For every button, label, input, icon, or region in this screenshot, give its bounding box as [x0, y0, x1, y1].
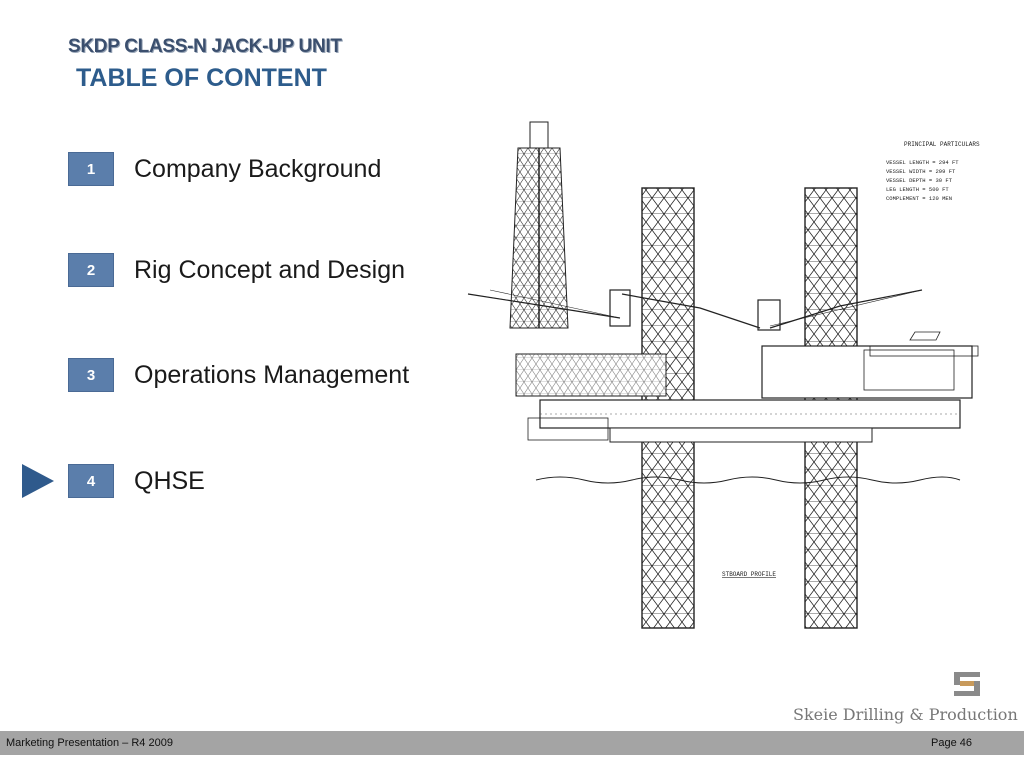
company-name: Skeie Drilling & Production — [793, 705, 1018, 724]
particular-width: VESSEL WIDTH = 299 FT — [886, 168, 956, 175]
toc-number-1: 1 — [68, 152, 114, 186]
profile-label: STBOARD PROFILE — [722, 571, 776, 578]
toc-item-4[interactable]: 4 QHSE — [68, 464, 205, 498]
slide-title: TABLE OF CONTENT — [76, 64, 327, 92]
toc-number-2: 2 — [68, 253, 114, 287]
hull — [515, 331, 979, 443]
cranes — [467, 289, 923, 331]
footer-page-number: Page 46 — [931, 737, 972, 749]
slide-subtitle: SKDP CLASS-N JACK-UP UNIT — [68, 36, 342, 57]
water-line — [535, 476, 961, 484]
toc-label-1: Company Background — [134, 154, 382, 183]
toc-label-3: Operations Management — [134, 360, 410, 389]
toc-label-4: QHSE — [134, 466, 205, 495]
toc-number-4: 4 — [68, 464, 114, 498]
particulars-title: PRINCIPAL PARTICULARS — [904, 141, 980, 148]
footer-bar: Marketing Presentation – R4 2009 Page 46 — [0, 731, 1024, 755]
footer-presentation-label: Marketing Presentation – R4 2009 — [6, 737, 173, 749]
derrick — [509, 121, 569, 329]
particular-leg-length: LEG LENGTH = 500 FT — [886, 186, 949, 193]
toc-item-1[interactable]: 1 Company Background — [68, 152, 381, 186]
particular-depth: VESSEL DEPTH = 30 FT — [886, 177, 953, 184]
particular-length: VESSEL LENGTH = 294 FT — [886, 159, 959, 166]
toc-item-2[interactable]: 2 Rig Concept and Design — [68, 253, 405, 287]
skeie-logo-icon — [954, 672, 980, 696]
particular-complement: COMPLEMENT = 120 MEN — [886, 195, 952, 202]
principal-particulars: PRINCIPAL PARTICULARS VESSEL LENGTH = 29… — [886, 141, 980, 202]
toc-label-2: Rig Concept and Design — [134, 255, 405, 284]
toc-item-3[interactable]: 3 Operations Management — [68, 358, 409, 392]
toc-number-3: 3 — [68, 358, 114, 392]
current-section-arrow-icon — [22, 464, 54, 498]
jack-up-rig-drawing: PRINCIPAL PARTICULARS VESSEL LENGTH = 29… — [467, 121, 980, 629]
